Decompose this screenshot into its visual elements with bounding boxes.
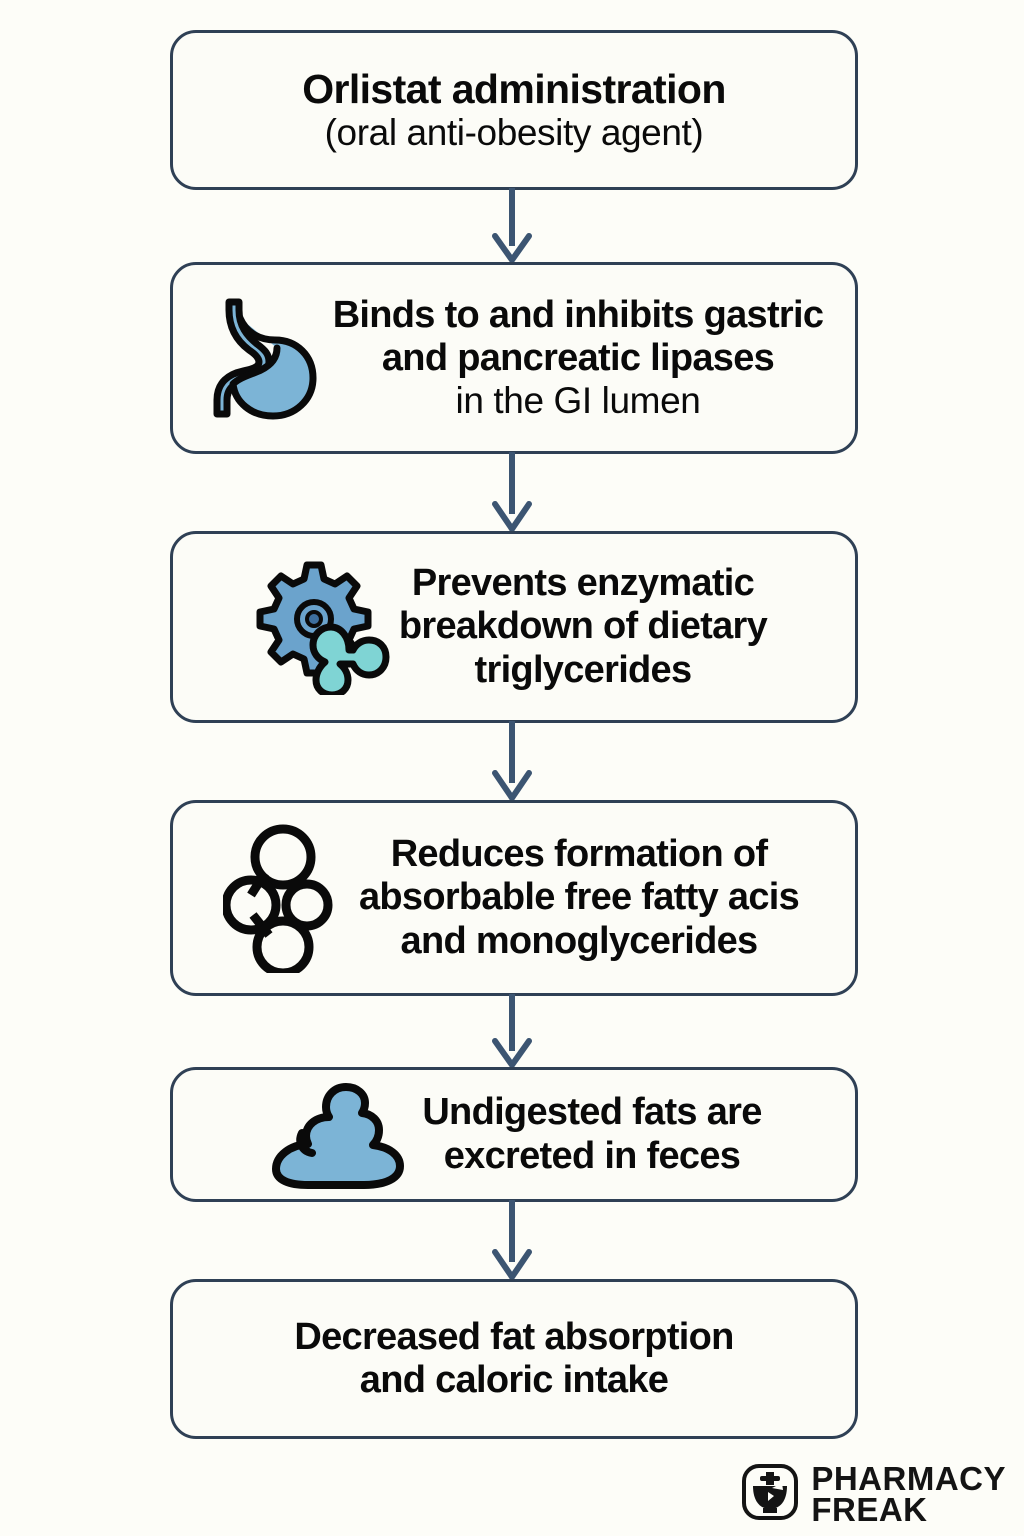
flow-node-line-2: and caloric intake	[359, 1359, 669, 1401]
stomach-icon	[199, 292, 331, 424]
flow-arrow-5	[489, 1200, 535, 1283]
flow-node-text: Orlistat administration (oral anti-obesi…	[296, 66, 732, 155]
logo-line-1: PHARMACY	[811, 1460, 1006, 1498]
flow-node-reduces-fatty-acid-formation: Reduces formation of absorbable free fat…	[170, 800, 858, 996]
flow-node-prevents-enzymatic-breakdown: Prevents enzymatic breakdown of dietary …	[170, 531, 858, 723]
feces-icon	[260, 1079, 410, 1191]
flow-node-line-2: breakdown of dietary	[398, 605, 768, 648]
flow-node-line-2: and pancreatic lipases	[381, 336, 775, 379]
flow-node-line-1: Prevents enzymatic	[411, 562, 755, 605]
pharmacy-freak-logo: PHARMACY FREAK	[741, 1460, 1006, 1528]
molecule-icon	[222, 823, 349, 973]
flow-node-line-3: and monoglycerides	[400, 919, 759, 962]
flow-node-line-1: Orlistat administration	[302, 65, 726, 112]
flow-node-fats-excreted-in-feces: Undigested fats are excreted in feces	[170, 1067, 858, 1202]
flow-node-line-3: triglycerides	[474, 648, 693, 691]
flow-node-line-3: in the GI lumen	[455, 380, 701, 422]
arrow-down-icon	[492, 452, 532, 535]
arrow-down-icon	[492, 994, 532, 1071]
flow-node-line-2: (oral anti-obesity agent)	[324, 112, 704, 154]
arrow-down-icon	[492, 721, 532, 804]
arrow-down-icon	[492, 188, 532, 266]
flow-arrow-1	[489, 188, 535, 266]
flow-node-orlistat-administration: Orlistat administration (oral anti-obesi…	[170, 30, 858, 190]
flow-arrow-2	[489, 452, 535, 535]
flow-node-line-2: excreted in feces	[443, 1134, 741, 1177]
logo-wordmark: PHARMACY FREAK	[811, 1460, 1006, 1528]
flow-node-line-1: Decreased fat absorption	[294, 1315, 734, 1358]
flow-node-binds-inhibits-lipases: Binds to and inhibits gastric and pancre…	[170, 262, 858, 454]
flow-node-text: Undigested fats are excreted in feces	[410, 1091, 767, 1178]
flow-arrow-3	[489, 721, 535, 804]
flow-node-line-2: absorbable free fatty acis	[358, 876, 800, 919]
flow-arrow-4	[489, 994, 535, 1071]
arrow-down-icon	[492, 1200, 532, 1283]
flow-node-line-1: Binds to and inhibits gastric	[332, 293, 824, 336]
flow-node-line-1: Reduces formation of	[390, 833, 768, 876]
logo-line-2: FREAK	[811, 1490, 928, 1528]
flow-node-text: Decreased fat absorption and caloric int…	[288, 1316, 739, 1403]
flow-node-text: Binds to and inhibits gastric and pancre…	[331, 294, 830, 423]
flow-node-text: Reduces formation of absorbable free fat…	[349, 833, 805, 963]
flow-node-line-1: Undigested fats are	[422, 1091, 762, 1134]
gear-enzyme-icon	[255, 559, 391, 695]
flow-node-text: Prevents enzymatic breakdown of dietary …	[391, 562, 773, 692]
mortar-and-pestle-icon	[741, 1463, 799, 1526]
flow-node-decreased-fat-absorption: Decreased fat absorption and caloric int…	[170, 1279, 858, 1439]
